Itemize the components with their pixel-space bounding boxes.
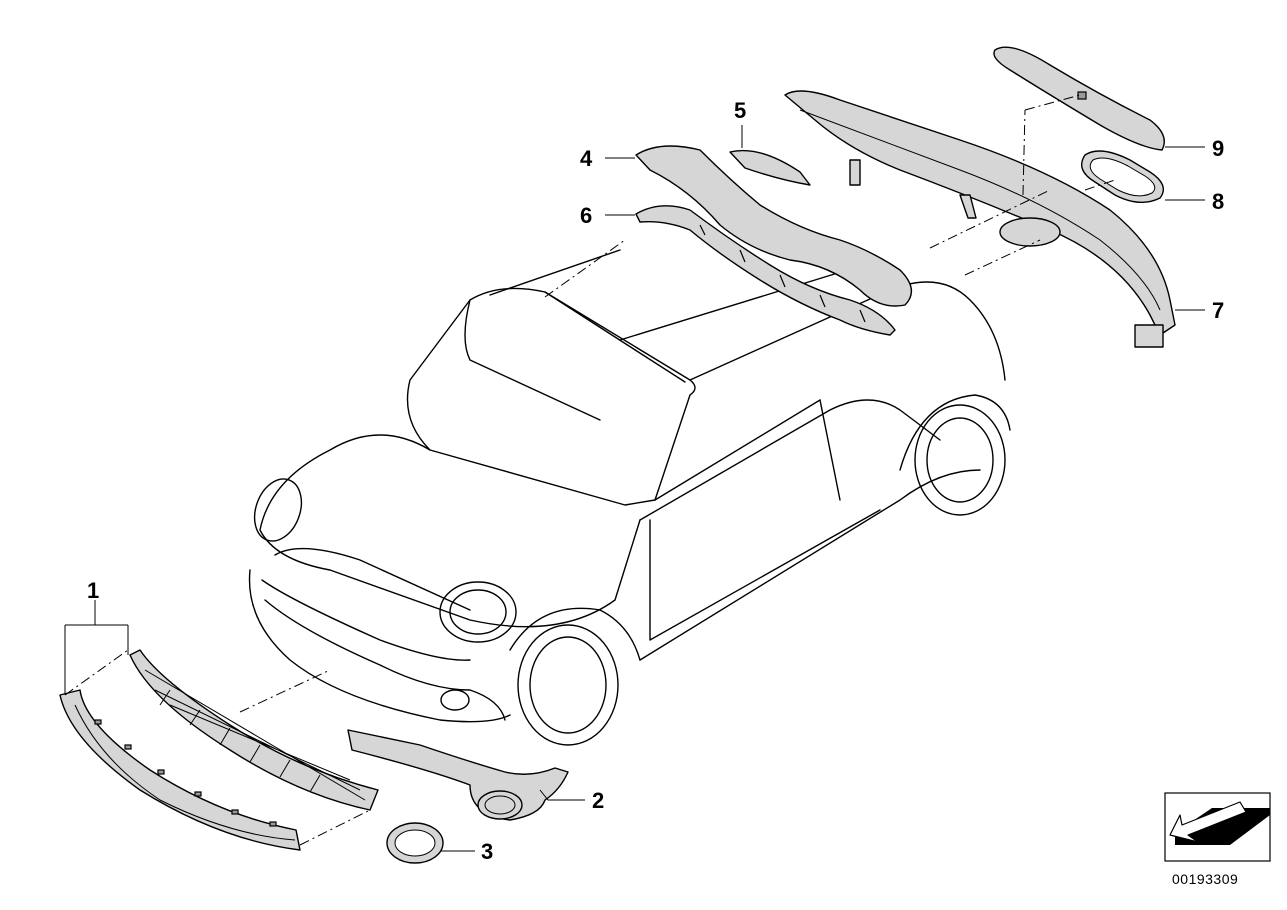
- callout-3: 3: [481, 839, 493, 864]
- front-grille-parts: [59, 649, 379, 851]
- arrow-icon: [1164, 792, 1271, 862]
- roll-bar-trim-parts: [635, 145, 913, 336]
- dashed-assembly-lines: [64, 94, 1116, 846]
- image-number: 00193309: [1172, 871, 1238, 887]
- car-body-outline: [248, 249, 1011, 746]
- callout-7: 7: [1212, 298, 1224, 323]
- callout-1: 1: [87, 578, 99, 603]
- callout-6: 6: [580, 203, 592, 228]
- callout-5: 5: [734, 98, 746, 123]
- light-surround-part: [1081, 150, 1164, 203]
- leader-lines: [64, 125, 1205, 852]
- rear-bumper-trim-part: [784, 90, 1176, 348]
- callout-4: 4: [580, 146, 593, 171]
- callout-9: 9: [1212, 136, 1224, 161]
- callout-8: 8: [1212, 189, 1224, 214]
- callout-2: 2: [592, 788, 604, 813]
- tailgate-trim-part: [993, 46, 1165, 151]
- fog-light-trim-part: [347, 729, 569, 821]
- fog-light-ring-part: [386, 822, 444, 864]
